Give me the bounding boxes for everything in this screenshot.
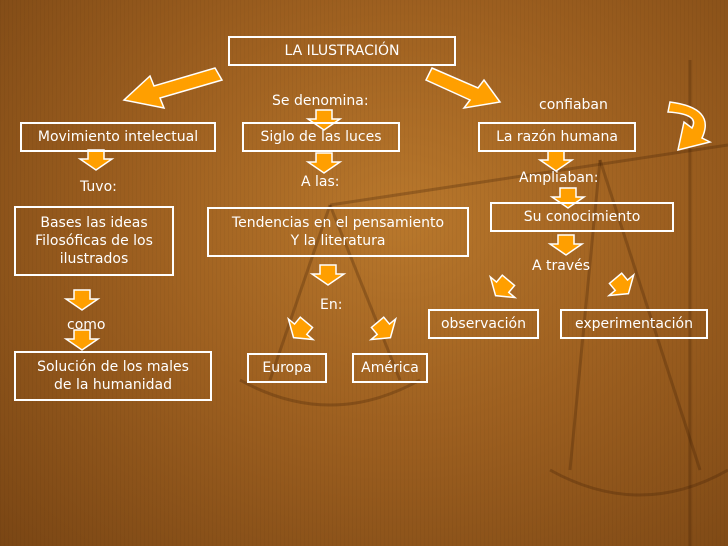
node-movimiento-intelectual: Movimiento intelectual [20,122,216,152]
arrow-root-to-movimiento [122,67,224,110]
label-se-denomina: Se denomina: [272,93,369,109]
node-america: América [352,353,428,383]
label-ampliaban: Ampliaban: [519,170,599,186]
arrow-root-to-razon [424,67,502,110]
node-su-conocimiento: Su conocimiento [490,202,674,232]
node-bases-ideas: Bases las ideas Filosóficas de los ilust… [14,206,174,276]
label-en: En: [320,297,343,313]
node-observacion: observación [428,309,539,339]
arrow-movimiento-to-bases [79,149,113,171]
arrow-siglo-to-tendencias [307,152,341,174]
node-la-razon-humana: La razón humana [478,122,636,152]
arrow-razon-to-conocimiento [539,150,573,172]
arrow-to-experimentacion [602,267,642,305]
node-europa: Europa [247,353,327,383]
label-a-traves: A través [532,258,591,274]
label-como: como [67,317,106,333]
node-siglo-de-las-luces: Siglo de las luces [242,122,400,152]
arrow-to-observacion [482,269,522,307]
arrow-bases-to-solucion [65,289,99,311]
arrow-to-europa [280,311,320,349]
node-solucion: Solución de los males de la humanidad [14,351,212,401]
node-experimentacion: experimentación [560,309,708,339]
node-la-ilustracion: LA ILUSTRACIÓN [228,36,456,66]
arrow-confiaban-curve [667,101,713,152]
label-a-las: A las: [301,174,340,190]
arrow-tendencias-down [311,264,345,286]
arrow-conocimiento-down [549,234,583,256]
label-tuvo: Tuvo: [80,179,117,195]
node-tendencias: Tendencias en el pensamiento Y la litera… [207,207,469,257]
label-confiaban: confiaban [539,97,608,113]
arrow-to-america [364,311,404,349]
